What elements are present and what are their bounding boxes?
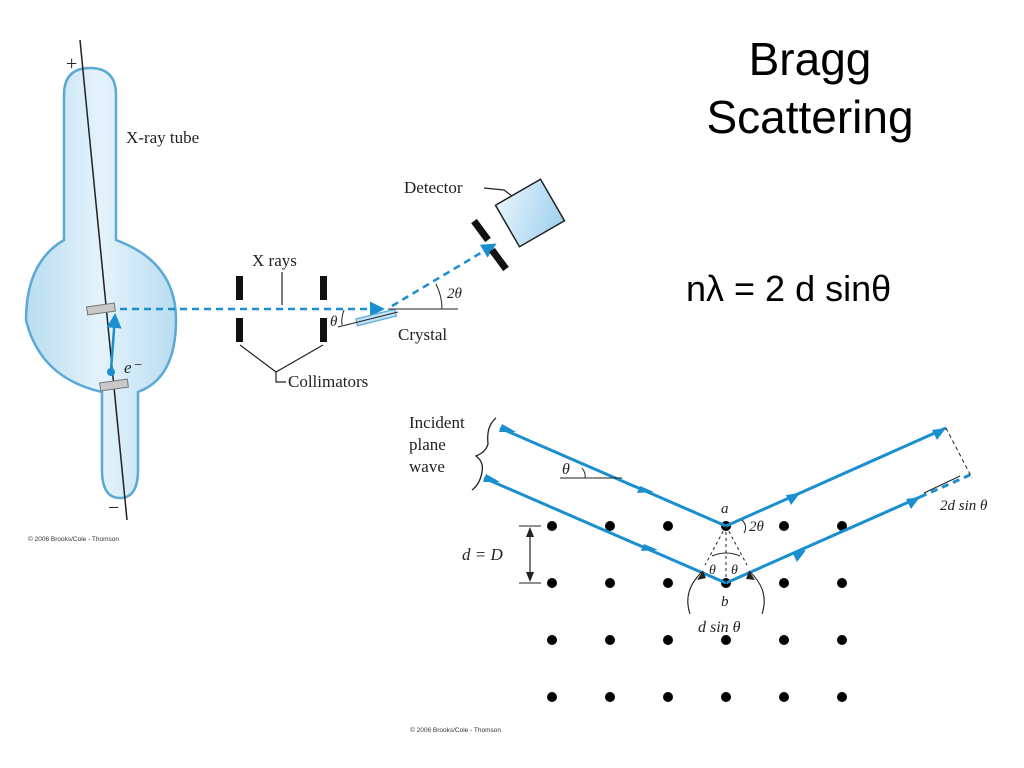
detector — [471, 178, 566, 272]
lattice-point — [837, 692, 847, 702]
filament-plate — [99, 378, 129, 392]
lattice-point — [779, 635, 789, 645]
dsin-arrow-left — [697, 571, 706, 580]
diffracted-beam — [391, 243, 497, 308]
two-theta-label-a: 2θ — [749, 519, 765, 535]
lattice-point — [605, 521, 615, 531]
two-theta-arc — [435, 283, 443, 310]
lattice-point — [663, 578, 673, 588]
incident-rays — [483, 424, 727, 585]
xray-apparatus: + − X-ray tube e⁻ X rays — [24, 39, 566, 543]
electron-label: e⁻ — [124, 358, 143, 377]
lattice-point — [837, 578, 847, 588]
dsin-callout-right — [748, 570, 765, 615]
lattice-point — [605, 692, 615, 702]
incident-label-line2: plane — [409, 435, 446, 454]
d-sin-theta-label: d sin θ — [698, 619, 741, 636]
theta-left-label: θ — [709, 563, 716, 578]
crystal-label: Crystal — [398, 325, 447, 344]
crystal-plane-line — [337, 311, 399, 328]
lattice-point — [837, 521, 847, 531]
lattice-point — [779, 578, 789, 588]
electron-path — [106, 313, 122, 371]
lattice-point — [547, 635, 557, 645]
lattice-point — [605, 578, 615, 588]
reflected-rays — [725, 426, 971, 585]
wavefront-line — [945, 427, 973, 479]
lattice-point — [547, 578, 557, 588]
cathode-minus-label: − — [108, 497, 119, 519]
collimator-leader-tail — [275, 372, 286, 383]
tube-wire — [79, 39, 128, 521]
detector-label: Detector — [404, 178, 463, 197]
dsin-arrow-right — [746, 571, 755, 580]
target-plate — [86, 302, 116, 316]
electron-dot — [107, 368, 115, 376]
lattice-point — [779, 521, 789, 531]
path-diff-bracket — [923, 475, 961, 494]
apparatus-copyright: © 2006 Brooks/Cole - Thomson — [28, 535, 119, 543]
lattice-points — [547, 521, 847, 702]
slide-title: Bragg Scattering — [640, 30, 980, 146]
point-b-label: b — [721, 594, 729, 610]
lattice-point — [547, 692, 557, 702]
collimator-leader — [239, 344, 324, 373]
anode-plus-label: + — [66, 53, 77, 75]
spacing-arrow-top — [526, 527, 534, 537]
dsin-callout-left — [687, 570, 704, 615]
lattice-point — [837, 635, 847, 645]
xray-tube-label: X-ray tube — [126, 128, 199, 147]
incident-theta-label: θ — [562, 461, 570, 478]
title-line-1: Bragg — [748, 33, 872, 85]
lattice-point — [547, 521, 557, 531]
incident-label-line3: wave — [409, 457, 445, 476]
lattice-point — [663, 692, 673, 702]
lattice-copyright: © 2006 Brooks/Cole - Thomson — [410, 726, 501, 734]
incident-label-line1: Incident — [409, 413, 465, 432]
xrays-label: X rays — [252, 251, 297, 270]
spacing-arrow-bottom — [526, 572, 534, 582]
spacing-label: d = D — [462, 545, 503, 564]
theta-right-label: θ — [731, 563, 738, 578]
lattice-point — [605, 635, 615, 645]
lattice-point — [721, 635, 731, 645]
detector-leader — [483, 187, 513, 197]
theta-label: θ — [330, 314, 338, 330]
two-theta-arc-a — [741, 519, 747, 534]
incident-theta-arc — [581, 467, 586, 479]
theta-arc — [341, 309, 345, 326]
lattice-point — [721, 692, 731, 702]
lattice-diagram: Incident plane wave — [409, 413, 988, 734]
path-diff-label: 2d sin θ — [940, 498, 988, 514]
collimators-label: Collimators — [288, 372, 368, 391]
collimators — [236, 276, 327, 342]
incident-brace — [471, 417, 497, 491]
construction-lines — [704, 525, 748, 583]
point-a-label: a — [721, 501, 729, 517]
lattice-point — [663, 635, 673, 645]
lattice-point — [663, 521, 673, 531]
bragg-equation: nλ = 2 d sinθ — [686, 268, 892, 309]
two-theta-label: 2θ — [447, 286, 463, 302]
title-line-2: Scattering — [706, 91, 914, 143]
xray-tube — [24, 66, 178, 500]
lattice-point — [779, 692, 789, 702]
